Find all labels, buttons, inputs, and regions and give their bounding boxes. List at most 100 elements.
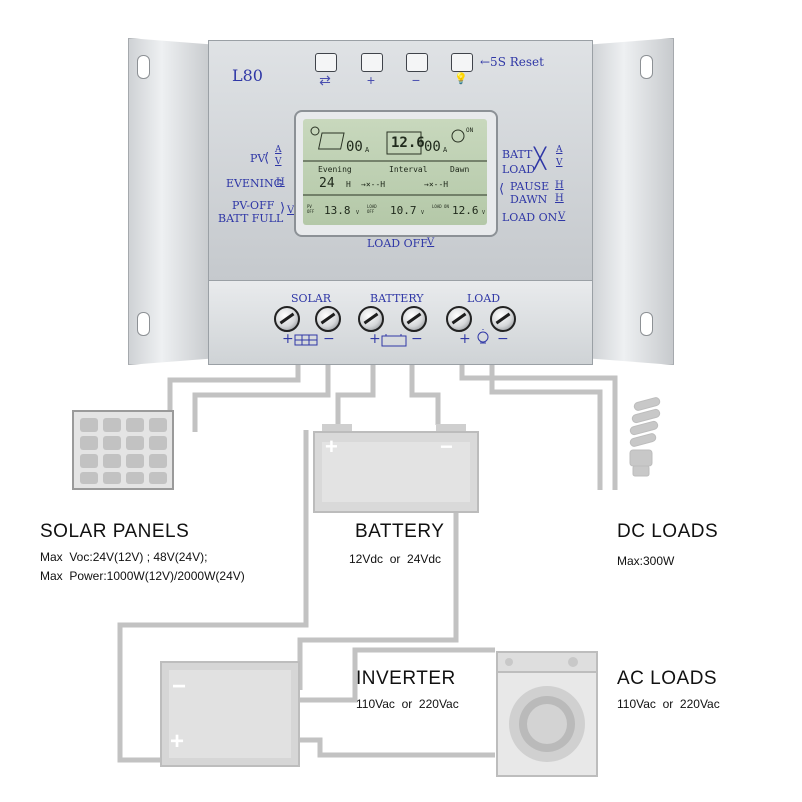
lcd-dawn-value: →×--H xyxy=(424,180,449,189)
pv-bracket-icon: ⟨ xyxy=(264,151,270,166)
lamp-icon xyxy=(451,129,465,143)
batt-unit-a: A xyxy=(556,145,563,155)
batt-unit-v: V xyxy=(556,158,563,168)
batt-full-bracket-icon: ⟩ xyxy=(280,201,286,216)
solar-minus-sign: − xyxy=(323,331,335,347)
cross-icon: ╳ xyxy=(534,146,547,170)
lcd-load-on-value: 12.6 xyxy=(452,204,479,217)
lcd-header-interval: Interval xyxy=(389,165,428,174)
washing-machine-icon xyxy=(496,651,598,777)
terminal-battery-label: BATTERY xyxy=(370,292,424,305)
lcd-evening-hours: 24 xyxy=(319,176,335,191)
inverter-wire-positive xyxy=(117,430,309,763)
solar-wire-negative xyxy=(192,360,331,432)
batt-full-label: BATT FULL xyxy=(218,212,284,225)
plus-icon: + xyxy=(366,72,376,88)
load-on-unit: V xyxy=(558,211,566,222)
arrows-icon: ⇄ xyxy=(319,72,331,88)
lcd-load-off-value: 10.7 xyxy=(390,204,417,217)
pv-off-label: PV-OFF xyxy=(232,199,275,212)
battery-plus-symbol: + xyxy=(325,434,338,459)
load-plus-sign: + xyxy=(459,331,471,347)
evening-label: EVENING xyxy=(226,177,283,190)
lcd-load-off-tag: LOAD OFF xyxy=(367,204,377,214)
ac-loads-spec: 110Vac or 220Vac xyxy=(617,697,720,711)
mounting-slot xyxy=(137,55,150,79)
inverter-plus-symbol: + xyxy=(170,728,185,755)
inverter-title: INVERTER xyxy=(356,668,456,689)
battery-minus-symbol: − xyxy=(440,434,453,459)
lcd-interval-value: →×--H xyxy=(361,180,386,189)
solar-positive-terminal-screw[interactable] xyxy=(274,306,300,332)
dawn-unit: H xyxy=(555,193,564,204)
terminal-solar-label: SOLAR xyxy=(291,292,332,305)
lcd-pv-off-value: 13.8 xyxy=(324,204,351,217)
lcd-header-dawn: Dawn xyxy=(450,165,470,174)
solar-spec-power: Max Power:1000W(12V)/2000W(24V) xyxy=(40,569,245,583)
load-off-unit: V xyxy=(427,237,435,248)
load-wire-negative xyxy=(489,360,603,490)
battery-plus-sign: + xyxy=(369,331,381,347)
solar-panel-symbol-icon xyxy=(294,334,318,346)
lcd-display xyxy=(303,119,487,225)
mounting-slot xyxy=(640,312,653,336)
solar-panel-icon xyxy=(318,132,345,150)
battery-icon xyxy=(313,424,479,513)
battery-spec: 12Vdc or 24Vdc xyxy=(349,552,442,566)
lcd-load-on-tag: LOAD ON xyxy=(432,204,449,209)
key-minus-button[interactable] xyxy=(406,53,428,72)
ac-wire-1 xyxy=(300,647,495,703)
pause-label: PAUSE xyxy=(510,180,550,193)
inverter-icon xyxy=(160,661,300,767)
load-on-label: LOAD ON xyxy=(502,211,558,224)
pv-unit-a: A xyxy=(275,145,282,155)
evening-unit: H xyxy=(276,177,285,188)
pause-bracket-icon: ⟨ xyxy=(499,182,505,197)
battery-minus-sign: − xyxy=(411,331,423,347)
lcd-on-label: ON xyxy=(466,127,474,134)
inverter-spec: 110Vac or 220Vac xyxy=(356,697,459,711)
lcd-graphics xyxy=(303,126,487,196)
solar-spec-voc: Max Voc:24V(12V) ; 48V(24V); xyxy=(40,550,208,564)
battery-negative-terminal-screw[interactable] xyxy=(401,306,427,332)
battery-wire-negative xyxy=(409,360,441,425)
lcd-batt-voltage: 12.6 xyxy=(391,135,425,151)
pv-label: PV xyxy=(250,152,266,165)
solar-panel-icon xyxy=(72,410,174,490)
battery-positive-terminal-screw[interactable] xyxy=(358,306,384,332)
ac-wire-2 xyxy=(300,737,495,758)
lcd-load-off-unit: V xyxy=(421,210,425,216)
load-negative-terminal-screw[interactable] xyxy=(490,306,516,332)
battery-icon xyxy=(386,131,422,155)
key-light-button[interactable] xyxy=(451,53,473,72)
lcd-evening-unit: H xyxy=(346,180,351,189)
bulb-icon: 💡 xyxy=(454,73,468,85)
terminal-load-label: LOAD xyxy=(467,292,501,305)
reset-label: ←5S Reset xyxy=(480,55,544,69)
battery-title: BATTERY xyxy=(355,521,445,542)
load-label: LOAD xyxy=(502,163,536,176)
lcd-pv-current: 00 xyxy=(346,139,363,155)
lcd-load-current-unit: A xyxy=(443,146,448,154)
mounting-slot xyxy=(137,312,150,336)
lcd-header-evening: Evening xyxy=(318,165,352,174)
pause-unit: H xyxy=(555,180,564,191)
lcd-pv-current-unit: A xyxy=(365,146,370,154)
inverter-minus-symbol: − xyxy=(172,673,187,700)
load-positive-terminal-screw[interactable] xyxy=(446,306,472,332)
mounting-flange-right xyxy=(590,38,674,365)
battery-symbol-icon xyxy=(381,334,407,347)
key-plus-button[interactable] xyxy=(361,53,383,72)
lcd-load-current: 00 xyxy=(424,139,441,155)
minus-icon: − xyxy=(411,72,421,88)
load-minus-sign: − xyxy=(497,331,509,347)
solar-negative-terminal-screw[interactable] xyxy=(315,306,341,332)
cfl-bulb-icon xyxy=(629,397,661,477)
pv-unit-v: V xyxy=(275,157,282,167)
key-menu-button[interactable] xyxy=(315,53,337,72)
load-off-label: LOAD OFF xyxy=(367,237,428,250)
battery-wire-positive xyxy=(335,360,376,425)
load-wire-positive xyxy=(459,360,618,490)
solar-panels-title: SOLAR PANELS xyxy=(40,521,190,542)
